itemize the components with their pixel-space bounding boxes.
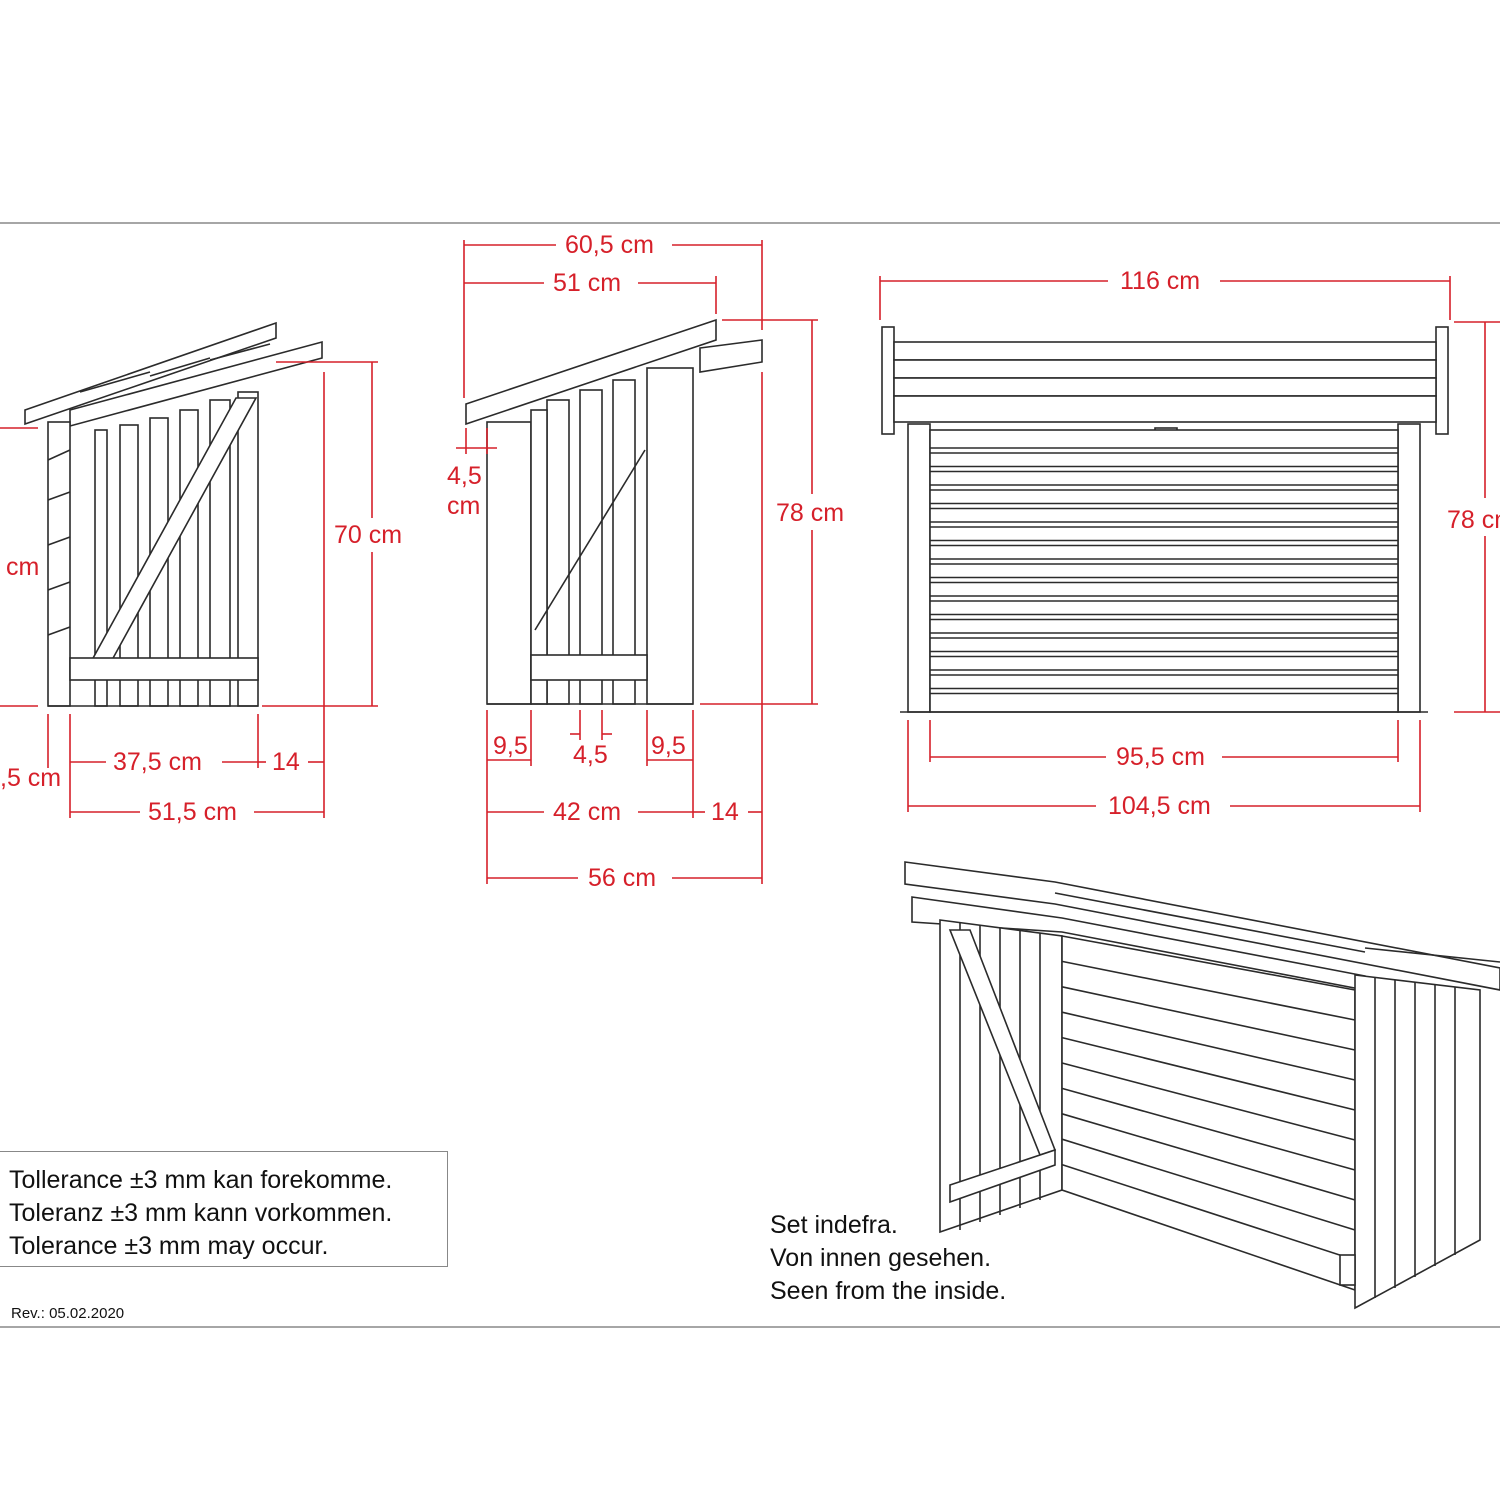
middle-side-view: 60,5 cm 51 cm 4,5 cm 78 cm 9,5 4,5 9,5 (447, 231, 844, 892)
front-height-label: 78 cm (1447, 506, 1500, 534)
mid-top-inner-label: 51 cm (553, 269, 621, 297)
seen-inside-german: Von innen gesehen. (770, 1244, 992, 1272)
mid-offset-unit-label: cm (447, 492, 480, 520)
mid-roof (465, 318, 717, 426)
mid-overhang-label: 14 (711, 798, 739, 826)
left-side-view: cm 70 cm 37,5 cm 14 ,5 cm 51,5 cm (0, 321, 402, 826)
left-height-partial-label: cm (6, 553, 39, 581)
tolerance-note-english: Tolerance ±3 mm may occur. (9, 1232, 329, 1260)
seen-inside-english: Seen from the inside. (770, 1277, 1007, 1305)
front-outer-width-label: 104,5 cm (1108, 792, 1211, 820)
left-roof-upper (24, 321, 277, 426)
tolerance-note-danish: Tollerance ±3 mm kan forekomme. (9, 1166, 393, 1194)
mid-height-label: 78 cm (776, 499, 844, 527)
left-overhang-label: 14 (272, 748, 300, 776)
front-roof-width-label: 116 cm (1120, 267, 1200, 295)
revision-date: Rev.: 05.02.2020 (11, 1305, 125, 1322)
mid-board-right-label: 9,5 (651, 732, 686, 760)
left-depth-partial-label: ,5 cm (0, 764, 61, 792)
perspective-wall-slat (1061, 986, 1356, 1051)
tolerance-note-box (0, 1151, 448, 1267)
perspective-wall-slat (1061, 1087, 1356, 1171)
left-bottom-rail (69, 657, 259, 681)
front-wall (929, 429, 1399, 713)
perspective-view (904, 861, 1500, 1310)
front-view: 116 cm 78 cm 95,5 cm 104,5 cm (879, 267, 1500, 820)
mid-gap-label: 4,5 (573, 741, 608, 769)
perspective-wall-slat (1061, 1163, 1356, 1261)
mid-total-depth-label: 56 cm (588, 864, 656, 892)
left-inner-depth-label: 37,5 cm (113, 748, 202, 776)
mid-board-left-label: 9,5 (493, 732, 528, 760)
perspective-wall-slat (1061, 960, 1356, 1021)
tolerance-note-german: Toleranz ±3 mm kann vorkommen. (9, 1199, 393, 1227)
mid-inner-depth-label: 42 cm (553, 798, 621, 826)
perspective-wall-slat (1061, 1113, 1356, 1201)
left-diagonal-brace (90, 397, 258, 661)
perspective-wall-slat (1061, 1138, 1356, 1231)
perspective-wall-slat (1061, 1036, 1356, 1111)
perspective-wall-slat (1061, 1062, 1356, 1141)
left-height-label: 70 cm (334, 521, 402, 549)
left-roof-lower (69, 340, 323, 428)
seen-inside-danish: Set indefra. (770, 1211, 898, 1239)
left-total-depth-label: 51,5 cm (148, 798, 237, 826)
mid-top-outer-label: 60,5 cm (565, 231, 654, 259)
mid-offset-value-label: 4,5 (447, 462, 482, 490)
perspective-wall-slat (1061, 1011, 1356, 1081)
front-inner-width-label: 95,5 cm (1116, 743, 1205, 771)
